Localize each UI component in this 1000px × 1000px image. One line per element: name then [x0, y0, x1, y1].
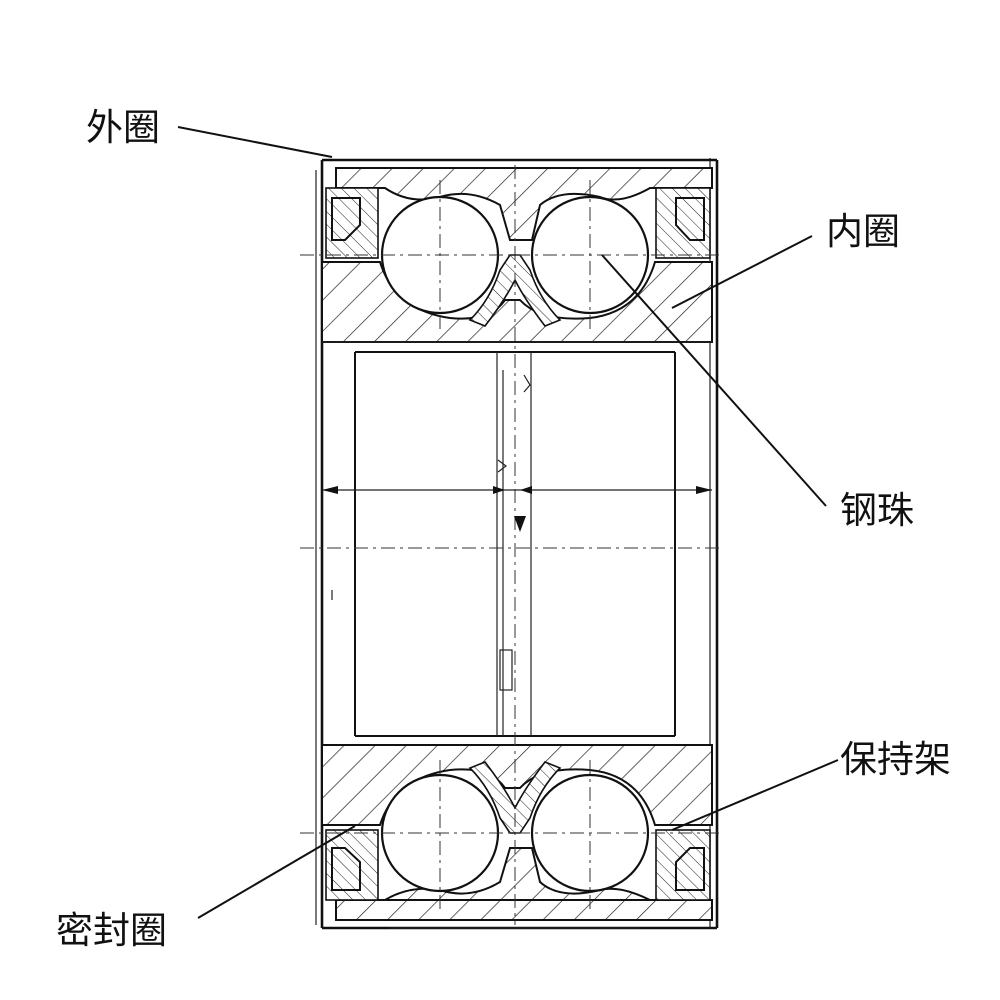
cage-top — [468, 254, 562, 327]
label-outer-ring: 外圈 — [86, 106, 160, 149]
seal-top-left — [325, 187, 379, 259]
dimension-line — [322, 374, 712, 691]
outer-ring-bottom — [335, 847, 713, 921]
leader-inner-ring — [671, 235, 813, 309]
leader-lines — [177, 126, 839, 919]
leader-seal — [197, 825, 356, 919]
center-lines — [300, 165, 720, 925]
label-inner-ring: 内圈 — [826, 210, 900, 253]
seal-bottom-right — [655, 829, 711, 901]
seal-top-right — [655, 187, 711, 259]
leader-cage — [671, 759, 839, 831]
cage-bottom — [468, 761, 562, 834]
leader-outer-ring — [177, 126, 333, 158]
label-seal: 密封圈 — [56, 909, 167, 952]
bore — [354, 352, 676, 736]
label-steel-ball: 钢珠 — [840, 489, 914, 532]
seal-bottom-left — [325, 829, 379, 901]
leader-steel-ball — [601, 254, 827, 507]
label-cage: 保持架 — [840, 738, 951, 781]
